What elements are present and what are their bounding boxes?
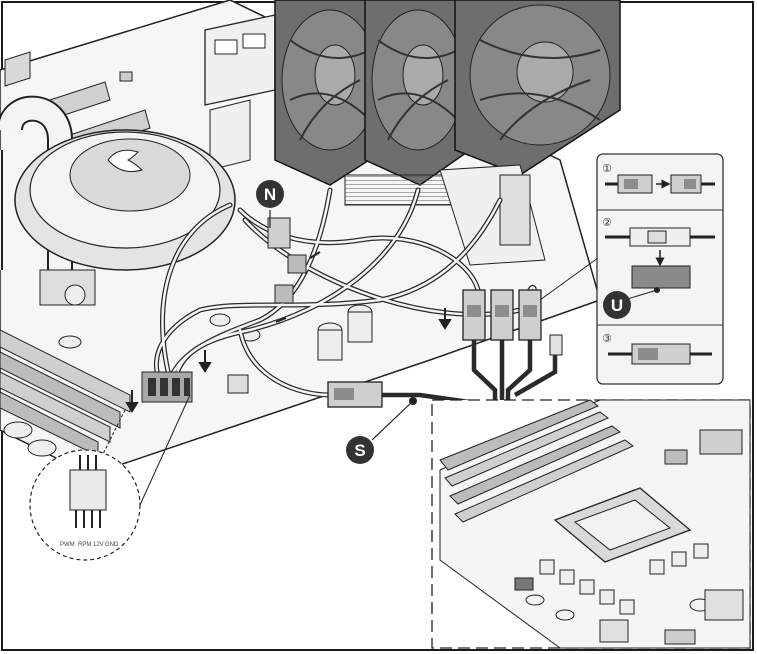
ram-slots xyxy=(0,329,131,457)
step-2-number: ② xyxy=(602,216,612,229)
callout-badge-s: S xyxy=(346,436,374,464)
arrow-down-icon xyxy=(125,251,452,413)
callout-badge-n: N xyxy=(256,180,284,228)
callout-label-n: N xyxy=(264,185,276,204)
step-1-illustration xyxy=(605,174,715,194)
motherboard-inset xyxy=(431,399,751,649)
cable-clips xyxy=(267,217,307,304)
step-2-illustration xyxy=(605,227,715,301)
fan-3 xyxy=(454,0,621,176)
inline-connector-s xyxy=(327,381,417,441)
fan-1 xyxy=(274,0,386,186)
callout-label-s: S xyxy=(354,441,365,460)
pin-label-gnd: GND xyxy=(105,542,119,548)
step-1-number: ① xyxy=(602,162,612,175)
aio-pump xyxy=(0,95,236,306)
steps-panel xyxy=(539,153,724,385)
pin-label-rpm: RPM xyxy=(78,542,91,548)
capacitors xyxy=(3,304,373,457)
pin-label-pwm: PWM xyxy=(60,542,75,548)
callout-badge-u: U xyxy=(603,291,631,319)
callout-label-u: U xyxy=(611,296,623,315)
pinout-zoom xyxy=(29,394,191,561)
fan-headers xyxy=(141,371,249,403)
step-3-number: ③ xyxy=(602,332,612,345)
fan-2 xyxy=(364,0,471,186)
pin-label-12v: 12V xyxy=(93,542,104,548)
step-3-illustration xyxy=(608,343,712,365)
